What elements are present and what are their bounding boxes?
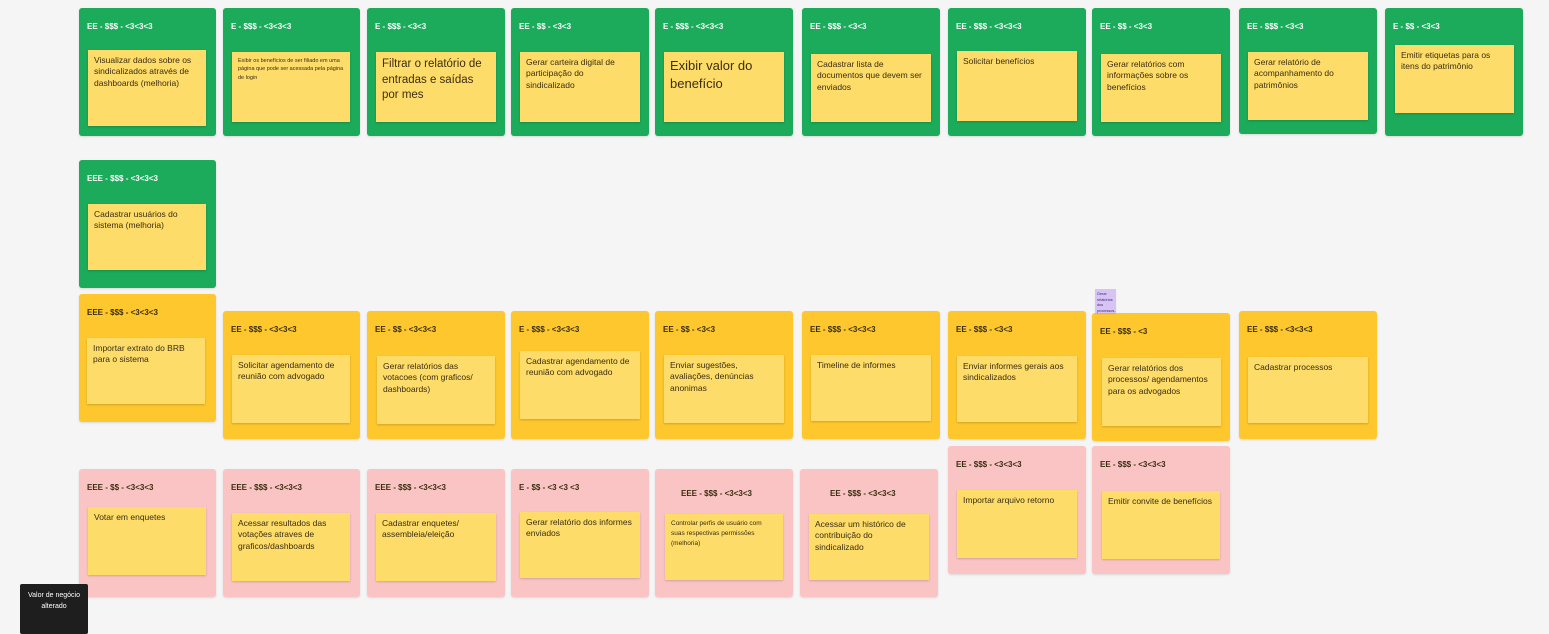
frame-label: EE - $$$ - <3<3<3 [956, 460, 1022, 469]
story-frame[interactable]: EE - $$$ - <3<3 Gerar relatório de acomp… [1239, 8, 1377, 134]
frame-label: EE - $$ - <3<3 [663, 325, 716, 334]
frame-label: E - $$$ - <3<3<3 [519, 325, 580, 334]
story-frame[interactable]: EE - $$$ - <3<3<3 Timeline de informes [802, 311, 940, 439]
frame-label: EE - $$$ - <3<3<3 [1100, 460, 1166, 469]
story-frame[interactable]: EE - $$ - <3<3 Gerar carteira digital de… [511, 8, 649, 136]
frame-label: E - $$$ - <3<3<3 [231, 22, 292, 31]
story-frame[interactable]: EE - $$ - <3<3<3 Gerar relatórios das vo… [367, 311, 505, 439]
sticky-note[interactable]: Controlar perfis de usuário com suas res… [665, 514, 783, 580]
sticky-note[interactable]: Enviar informes gerais aos sindicalizado… [957, 356, 1077, 422]
sticky-note[interactable]: Gerar relatório de acompanhamento do pat… [1248, 52, 1368, 120]
story-frame[interactable]: EE - $$$ - <3<3<3 Acessar um histórico d… [800, 469, 938, 597]
frame-label: EE - $$$ - <3<3<3 [956, 22, 1022, 31]
sticky-note[interactable]: Votar em enquetes [88, 507, 206, 575]
story-frame[interactable]: EE - $$$ - <3<3<3 Importar arquivo retor… [948, 446, 1086, 574]
story-frame[interactable]: EE - $$$ - <3<3 Enviar informes gerais a… [948, 311, 1086, 439]
story-frame[interactable]: EE - $$$ - <3<3<3 Visualizar dados sobre… [79, 8, 216, 136]
story-frame[interactable]: EE - $$$ - <3<3 Cadastrar lista de docum… [802, 8, 940, 136]
story-frame[interactable]: EEE - $$ - <3<3<3 Votar em enquetes [79, 469, 216, 597]
frame-label: EE - $$$ - <3<3<3 [830, 489, 896, 498]
sticky-note[interactable]: Gerar carteira digital de participação d… [520, 52, 640, 122]
frame-label: EE - $$$ - <3 [1100, 327, 1148, 336]
story-frame[interactable]: EE - $$$ - <3<3<3 Emitir convite de bene… [1092, 446, 1230, 574]
frame-label: EEE - $$$ - <3<3<3 [87, 174, 158, 183]
story-frame[interactable]: E - $$ - <3 <3 <3 Gerar relatório dos in… [511, 469, 649, 597]
story-frame[interactable]: EEE - $$$ - <3<3<3 Controlar perfis de u… [655, 469, 793, 597]
sticky-note[interactable]: Exibir valor do benefício [664, 52, 784, 122]
sticky-note[interactable]: Exibir os benefícios de ser filiado em u… [232, 52, 350, 122]
frame-label: E - $$$ - <3<3 [375, 22, 427, 31]
sticky-note[interactable]: Emitir convite de benefícios [1102, 491, 1220, 559]
frame-label: EEE - $$ - <3<3<3 [87, 483, 154, 492]
story-frame[interactable]: EE - $$ - <3<3 Enviar sugestões, avaliaç… [655, 311, 793, 439]
frame-label: EE - $$ - <3<3 [519, 22, 572, 31]
frame-label: EE - $$$ - <3<3 [1247, 22, 1304, 31]
sticky-note[interactable]: Gerar relatórios das votacoes (com grafi… [377, 356, 495, 424]
frame-label: EEE - $$$ - <3<3<3 [87, 308, 158, 317]
frame-label: E - $$ - <3<3 [1393, 22, 1440, 31]
sticky-note[interactable]: Importar arquivo retorno [957, 490, 1077, 558]
frame-label: EEE - $$$ - <3<3<3 [231, 483, 302, 492]
sticky-note[interactable]: Timeline de informes [811, 355, 931, 421]
sticky-note[interactable]: Enviar sugestões, avaliações, denúncias … [664, 355, 784, 423]
comment-note[interactable]: Gerar relatórios dos processos... [1095, 289, 1116, 313]
frame-label: EE - $$$ - <3<3 [956, 325, 1013, 334]
story-frame[interactable]: E - $$$ - <3<3<3 Exibir os benefícios de… [223, 8, 360, 136]
sticky-note[interactable]: Gerar relatórios com informações sobre o… [1101, 54, 1221, 122]
sticky-note[interactable]: Gerar relatórios dos processos/ agendame… [1102, 358, 1221, 426]
sticky-note[interactable]: Cadastrar lista de documentos que devem … [811, 54, 931, 122]
sticky-note[interactable]: Gerar relatório dos informes enviados [520, 512, 640, 578]
story-frame[interactable]: EEE - $$$ - <3<3<3 Cadastrar enquetes/ a… [367, 469, 505, 597]
frame-label: EE - $$$ - <3<3 [810, 22, 867, 31]
sticky-note[interactable]: Cadastrar enquetes/ assembleia/eleição [376, 513, 496, 581]
story-frame[interactable]: EE - $$$ - <3<3<3 Solicitar agendamento … [223, 311, 360, 439]
sticky-note[interactable]: Acessar um histórico de contribuição do … [809, 514, 929, 580]
frame-label: E - $$ - <3 <3 <3 [519, 483, 580, 492]
story-frame[interactable]: EEE - $$$ - <3<3<3 Importar extrato do B… [79, 294, 216, 422]
story-frame[interactable]: E - $$$ - <3<3<3 Cadastrar agendamento d… [511, 311, 649, 439]
sticky-note[interactable]: Solicitar benefícios [957, 51, 1077, 121]
story-frame[interactable]: E - $$$ - <3<3 Filtrar o relatório de en… [367, 8, 505, 136]
sticky-note[interactable]: Solicitar agendamento de reunião com adv… [232, 355, 350, 423]
frame-label: EE - $$$ - <3<3<3 [231, 325, 297, 334]
story-frame[interactable]: EEE - $$$ - <3<3<3 Acessar resultados da… [223, 469, 360, 597]
story-frame[interactable]: EE - $$$ - <3 Gerar relatórios dos proce… [1092, 313, 1230, 441]
frame-label: EEE - $$$ - <3<3<3 [681, 489, 752, 498]
sticky-note[interactable]: Importar extrato do BRB para o sistema [87, 338, 205, 404]
sticky-note[interactable]: Cadastrar processos [1248, 357, 1368, 423]
story-frame[interactable]: EE - $$$ - <3<3<3 Cadastrar processos [1239, 311, 1377, 439]
story-frame[interactable]: EEE - $$$ - <3<3<3 Cadastrar usuários do… [79, 160, 216, 288]
story-frame[interactable]: E - $$ - <3<3 Emitir etiquetas para os i… [1385, 8, 1523, 136]
frame-label: EE - $$$ - <3<3<3 [87, 22, 153, 31]
story-frame[interactable]: E - $$$ - <3<3<3 Exibir valor do benefíc… [655, 8, 793, 136]
sticky-note[interactable]: Filtrar o relatório de entradas e saídas… [376, 52, 496, 122]
sticky-note[interactable]: Acessar resultados das votações atraves … [232, 513, 350, 581]
story-frame[interactable]: EE - $$$ - <3<3<3 Solicitar benefícios [948, 8, 1086, 136]
sticky-note[interactable]: Emitir etiquetas para os itens do patrim… [1395, 45, 1514, 113]
sticky-note[interactable]: Cadastrar agendamento de reunião com adv… [520, 351, 640, 419]
story-frame[interactable]: EE - $$ - <3<3 Gerar relatórios com info… [1092, 8, 1230, 136]
frame-label: EE - $$$ - <3<3<3 [810, 325, 876, 334]
frame-label: EEE - $$$ - <3<3<3 [375, 483, 446, 492]
frame-label: EE - $$$ - <3<3<3 [1247, 325, 1313, 334]
frame-label: EE - $$ - <3<3<3 [375, 325, 437, 334]
sticky-note[interactable]: Visualizar dados sobre os sindicalizados… [88, 50, 206, 126]
frame-label: EE - $$ - <3<3 [1100, 22, 1153, 31]
sticky-note[interactable]: Cadastrar usuários do sistema (melhoria) [88, 204, 206, 270]
frame-label: E - $$$ - <3<3<3 [663, 22, 724, 31]
legend-note[interactable]: Valor de negócio alterado [20, 584, 88, 634]
